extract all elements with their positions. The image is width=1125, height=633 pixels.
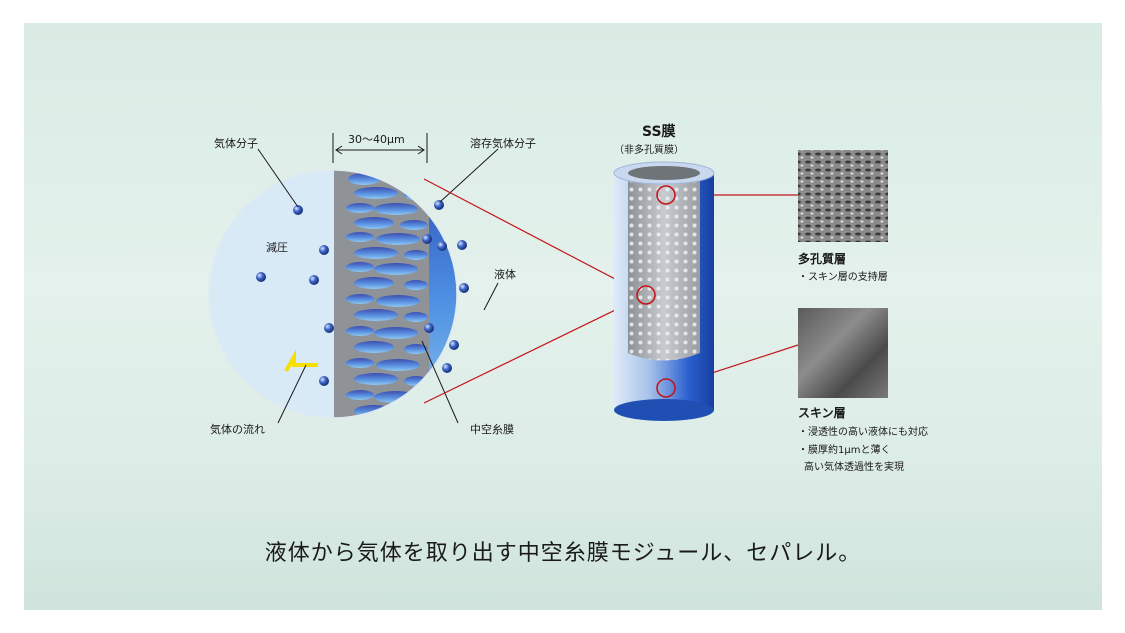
zoom-connectors — [423, 178, 799, 404]
porous-title: 多孔質層 — [798, 251, 846, 266]
porous-desc: ・スキン層の支持層 — [798, 270, 888, 283]
leader-lines — [257, 148, 499, 424]
skin-desc-3: 高い気体透過性を実現 — [804, 460, 904, 473]
ss-title: SS膜 — [642, 123, 676, 140]
skin-desc-1: ・浸透性の高い液体にも対応 — [798, 425, 928, 438]
caption: 液体から気体を取り出す中空糸膜モジュール、セパレル。 — [264, 541, 862, 566]
ss-subtitle: （非多孔質膜） — [614, 143, 684, 156]
ss-membrane-tube — [613, 161, 715, 421]
membrane-diagram: 気体分子 30～40μm 溶存気体分子 減圧 液体 気体の流れ 中空糸膜 SS膜… — [208, 123, 928, 473]
label-gas-molecule: 気体分子 — [214, 136, 258, 150]
label-thickness: 30～40μm — [348, 133, 405, 146]
skin-desc-2: ・膜厚約1μmと薄く — [798, 443, 890, 456]
label-decompression: 減圧 — [266, 240, 288, 254]
skin-layer-micrograph — [798, 308, 888, 398]
label-liquid: 液体 — [494, 267, 516, 281]
label-hollow-fiber: 中空糸膜 — [470, 422, 514, 436]
cross-section-circle — [209, 170, 457, 418]
thickness-dimension — [332, 133, 428, 163]
porous-layer-micrograph — [798, 150, 888, 242]
diagram-panel: 気体分子 30～40μm 溶存気体分子 減圧 液体 気体の流れ 中空糸膜 SS膜… — [24, 23, 1102, 610]
skin-title: スキン層 — [798, 406, 846, 420]
label-gas-flow: 気体の流れ — [210, 422, 265, 436]
gas-molecules — [256, 200, 469, 386]
label-dissolved-gas: 溶存気体分子 — [470, 136, 536, 150]
